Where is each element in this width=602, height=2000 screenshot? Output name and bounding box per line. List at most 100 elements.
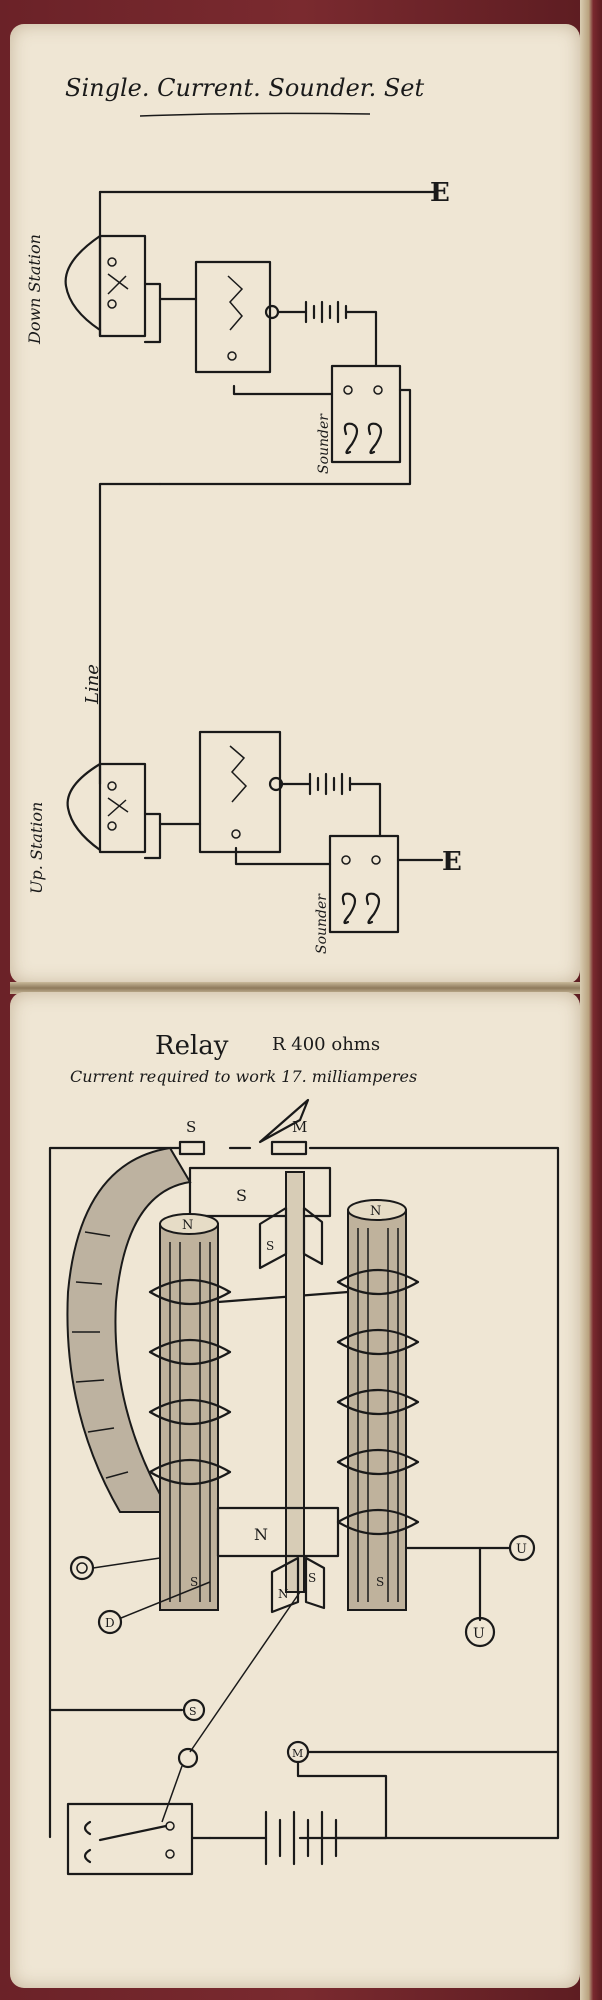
up-key-dome [66,762,102,852]
u-terminal-2-label: U [473,1626,485,1642]
terminal-wire [92,1557,161,1569]
horseshoe-magnet [66,1146,192,1513]
sounder-label-bottom: Sounder [314,893,330,954]
s-contact-label: S [186,1118,196,1136]
line-label: Line [82,664,103,705]
sounder-return [158,388,412,486]
s-right-base-label: S [376,1575,384,1589]
lower-plate [216,1506,340,1558]
relay-contact [264,304,280,320]
key-lever [107,273,129,295]
pole-top [159,1213,219,1235]
key-contact [107,299,117,309]
switch-terminal [177,1747,199,1769]
earth-label-bottom: E [442,847,462,877]
relay-contact [227,351,237,361]
down-relay-box [194,260,272,374]
sounder-set-title: Single. Current. Sounder. Set [65,74,425,102]
coil-bridge [216,1290,350,1304]
sounder-terminal [341,855,351,865]
battery-to-sounder [348,782,382,838]
outer-wire-left [48,1146,182,1839]
n-tongue-lower-label: N [278,1587,289,1601]
pole-shading [357,1228,399,1602]
terminal-inner [76,1562,88,1574]
magnet-hatching [72,1231,129,1479]
pole-top [347,1199,407,1221]
key-contact [107,257,117,267]
left-coil [148,1278,232,1486]
sounder-terminal [373,385,383,395]
m-battery-wire [296,1760,388,1840]
sounder-terminal [343,385,353,395]
u-terminal-1-label: U [516,1542,527,1557]
n-left-pole-label: N [182,1218,193,1233]
key-contact [165,1849,175,1859]
line-wire [98,482,162,786]
d-terminal [97,1609,123,1635]
n-right-pole-label: N [370,1204,381,1219]
earth-label-top: E [430,178,450,208]
page-gutter [10,982,580,994]
relay-title: Relay [155,1031,229,1061]
contact-arm [258,1098,310,1144]
up-station-label: Up. Station [27,802,46,894]
down-sounder-box [330,364,402,464]
right-coil [336,1268,420,1536]
page-edge [580,0,602,2000]
key-marks [83,1820,92,1864]
down-battery [304,300,348,324]
s-contact [178,1140,206,1156]
relay-diagram: Relay R 400 ohms Current required to wor… [48,1031,560,1876]
sounder-label-top: Sounder [316,413,332,474]
diagonal-wire [189,1591,301,1753]
m-terminal-label: M [292,1747,303,1760]
switch-wire [161,1765,183,1823]
relay-current-note: Current required to work 17. milliampere… [70,1067,417,1086]
relay-spring [229,745,248,803]
up-relay-box [198,730,282,854]
bottom-page: Relay R 400 ohms Current required to wor… [10,992,580,1988]
up-sounder-box [328,834,400,934]
down-key-dome [64,234,102,332]
relay-contact [231,829,241,839]
down-key-box [98,234,147,338]
tongue-foot [270,1556,326,1614]
outer-wire-right [298,1146,560,1840]
relay-to-sounder [234,846,332,866]
sounder-set-diagram: Single. Current. Sounder. Set E Down Sta… [25,74,462,954]
key-lever [107,797,129,817]
terminal-wire [120,1581,211,1619]
key-lever [98,1824,168,1842]
relay-to-sounder [232,384,334,396]
s-tongue-lower-label: S [308,1571,316,1585]
d-terminal-label: D [105,1616,115,1630]
key-contact [107,781,117,791]
s-terminal [182,1698,206,1722]
up-battery [308,772,352,796]
down-station-label: Down Station [25,234,44,345]
s-tongue-label: S [266,1239,274,1253]
m-contact [270,1140,308,1156]
u-terminal-1 [508,1534,536,1562]
top-page: Single. Current. Sounder. Set E Down Sta… [10,24,580,984]
down-key-to-relay [143,282,162,344]
sounder-coils [343,422,383,455]
relay-spring [227,275,244,331]
tongue-head-right [302,1206,324,1266]
armature-tongue [285,1171,305,1593]
top-plate [188,1166,332,1218]
key-contact [165,1821,175,1831]
up-key-to-relay [143,812,162,860]
s-terminal-label: S [189,1705,197,1718]
up-key-box [98,762,147,854]
s-left-base-label: S [190,1575,198,1589]
bottom-key-box [66,1802,194,1876]
n-lower-label: N [254,1525,268,1544]
relay-resistance: R 400 ohms [272,1034,380,1055]
s-armature-label: S [236,1186,247,1205]
battery-to-sounder [344,310,378,368]
tongue-head-left [258,1206,288,1270]
title-underline [139,112,371,117]
sounder-terminal [371,855,381,865]
